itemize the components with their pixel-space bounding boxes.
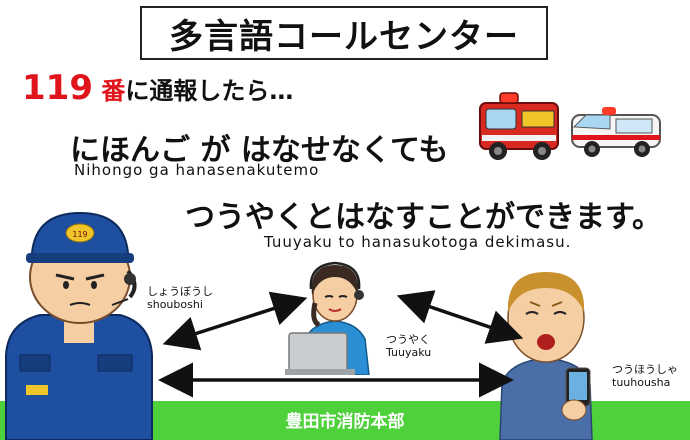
caller-label: つうほうしゃ tuuhousha: [612, 363, 678, 389]
operator-illustration: [285, 261, 370, 375]
caller-label-kana: つうほうしゃ: [612, 363, 678, 376]
organization-name: 豊田市消防本部: [285, 412, 405, 432]
ambulance-icon: [571, 107, 661, 157]
emergency-number-suffix: 番: [101, 77, 126, 105]
headline-rest: に通報したら…: [125, 77, 294, 105]
caller-illustration: [499, 272, 593, 440]
fire-truck-icon: [479, 92, 559, 160]
headline-japanese-not-needed: にほんご が はなせなくても: [70, 133, 449, 168]
interpreter-label-romaji: Tuuyaku: [386, 346, 432, 359]
headline-119: 119 番に通報したら…: [22, 68, 293, 108]
page-title: 多言語コールセンター: [169, 16, 519, 57]
headline-interpreter-available: つうやくとはなすことができます。: [185, 200, 662, 235]
caller-label-romaji: tuuhousha: [612, 376, 671, 389]
headline-romaji-2: Tuuyaku to hanasukotoga dekimasu.: [264, 233, 572, 251]
vehicles-illustration: [479, 92, 661, 160]
arrow-firefighter-interpreter: [162, 291, 308, 351]
arrow-interpreter-caller: [396, 290, 524, 344]
emergency-number: 119: [22, 68, 93, 108]
cap-badge-number: 119: [72, 230, 87, 239]
operator-headset-icon: [309, 261, 361, 290]
title-box: 多言語コールセンター: [140, 6, 548, 60]
headline-romaji-1: Nihongo ga hanasenakutemo: [74, 161, 320, 179]
firefighter-illustration: 119: [5, 211, 153, 440]
